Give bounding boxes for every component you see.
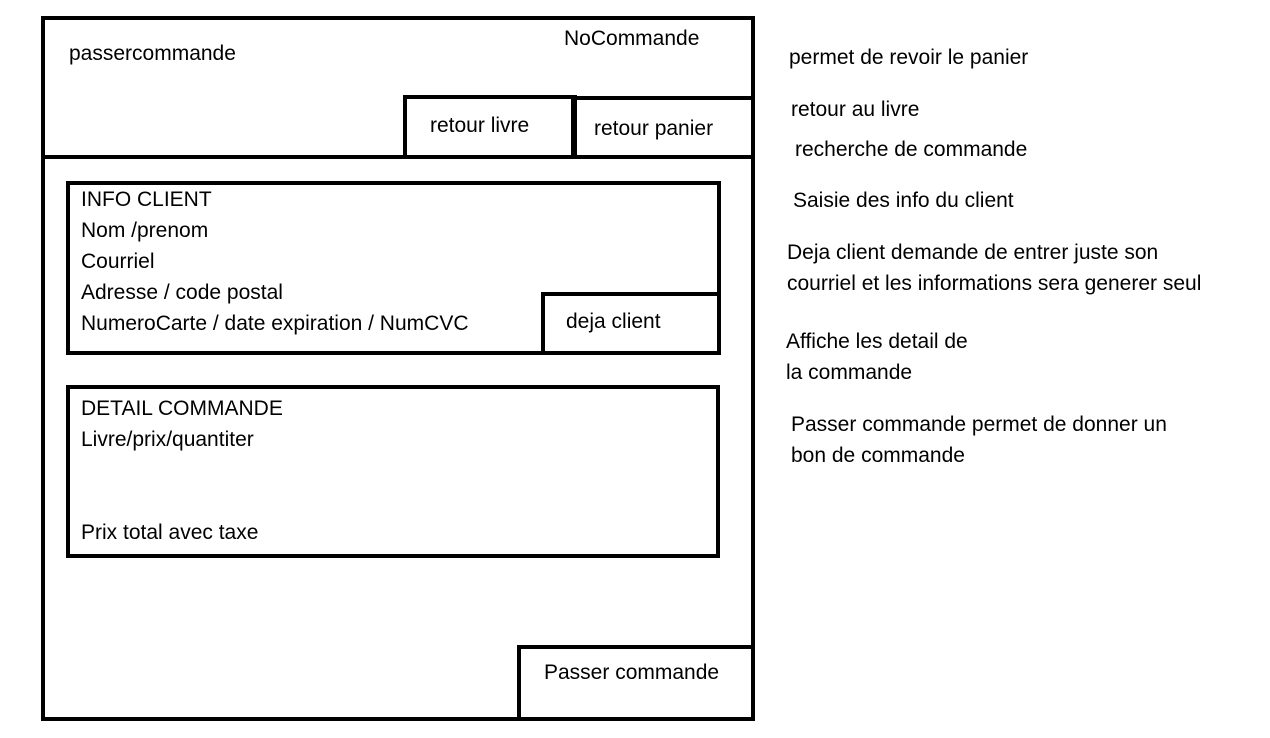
order-detail-box — [66, 385, 720, 558]
client-info-heading: INFO CLIENT — [81, 188, 212, 211]
back-to-cart-button[interactable]: retour panier — [571, 96, 755, 159]
annotation-order-details-line2: la commande — [786, 361, 913, 384]
annotation-order-details-line1: Affiche les detail de — [786, 330, 968, 353]
address-field[interactable]: Adresse / code postal — [81, 281, 283, 304]
annotation-back-to-book: retour au livre — [791, 98, 920, 121]
header-divider — [41, 155, 755, 159]
order-detail-heading: DETAIL COMMANDE — [81, 397, 283, 420]
annotation-place-order-line2: bon de commande — [791, 444, 965, 467]
annotation-client-entry: Saisie des info du client — [793, 189, 1014, 212]
place-order-button[interactable]: Passer commande — [517, 645, 755, 721]
page-title: passercommande — [69, 42, 236, 65]
annotation-order-search: recherche de commande — [795, 138, 1028, 161]
existing-client-label: deja client — [566, 310, 661, 333]
existing-client-button[interactable]: deja client — [541, 292, 721, 355]
annotation-cart-review: permet de revoir le panier — [789, 46, 1029, 69]
order-items-line: Livre/prix/quantiter — [81, 428, 254, 451]
place-order-label: Passer commande — [544, 661, 720, 684]
name-field[interactable]: Nom /prenom — [81, 219, 209, 242]
annotation-existing-client-line2: courriel et les informations sera genere… — [787, 272, 1202, 295]
page-frame — [41, 16, 755, 721]
back-to-book-button[interactable]: retour livre — [403, 95, 577, 159]
email-field[interactable]: Courriel — [81, 250, 155, 273]
client-info-box — [66, 181, 721, 355]
order-total-line: Prix total avec taxe — [81, 521, 259, 544]
back-to-book-label: retour livre — [430, 114, 530, 137]
card-field[interactable]: NumeroCarte / date expiration / NumCVC — [81, 312, 469, 335]
annotation-place-order-line1: Passer commande permet de donner un — [791, 413, 1167, 436]
order-number-label: NoCommande — [564, 27, 700, 50]
back-to-cart-label: retour panier — [594, 117, 714, 140]
annotation-existing-client-line1: Deja client demande de entrer juste son — [787, 241, 1159, 264]
